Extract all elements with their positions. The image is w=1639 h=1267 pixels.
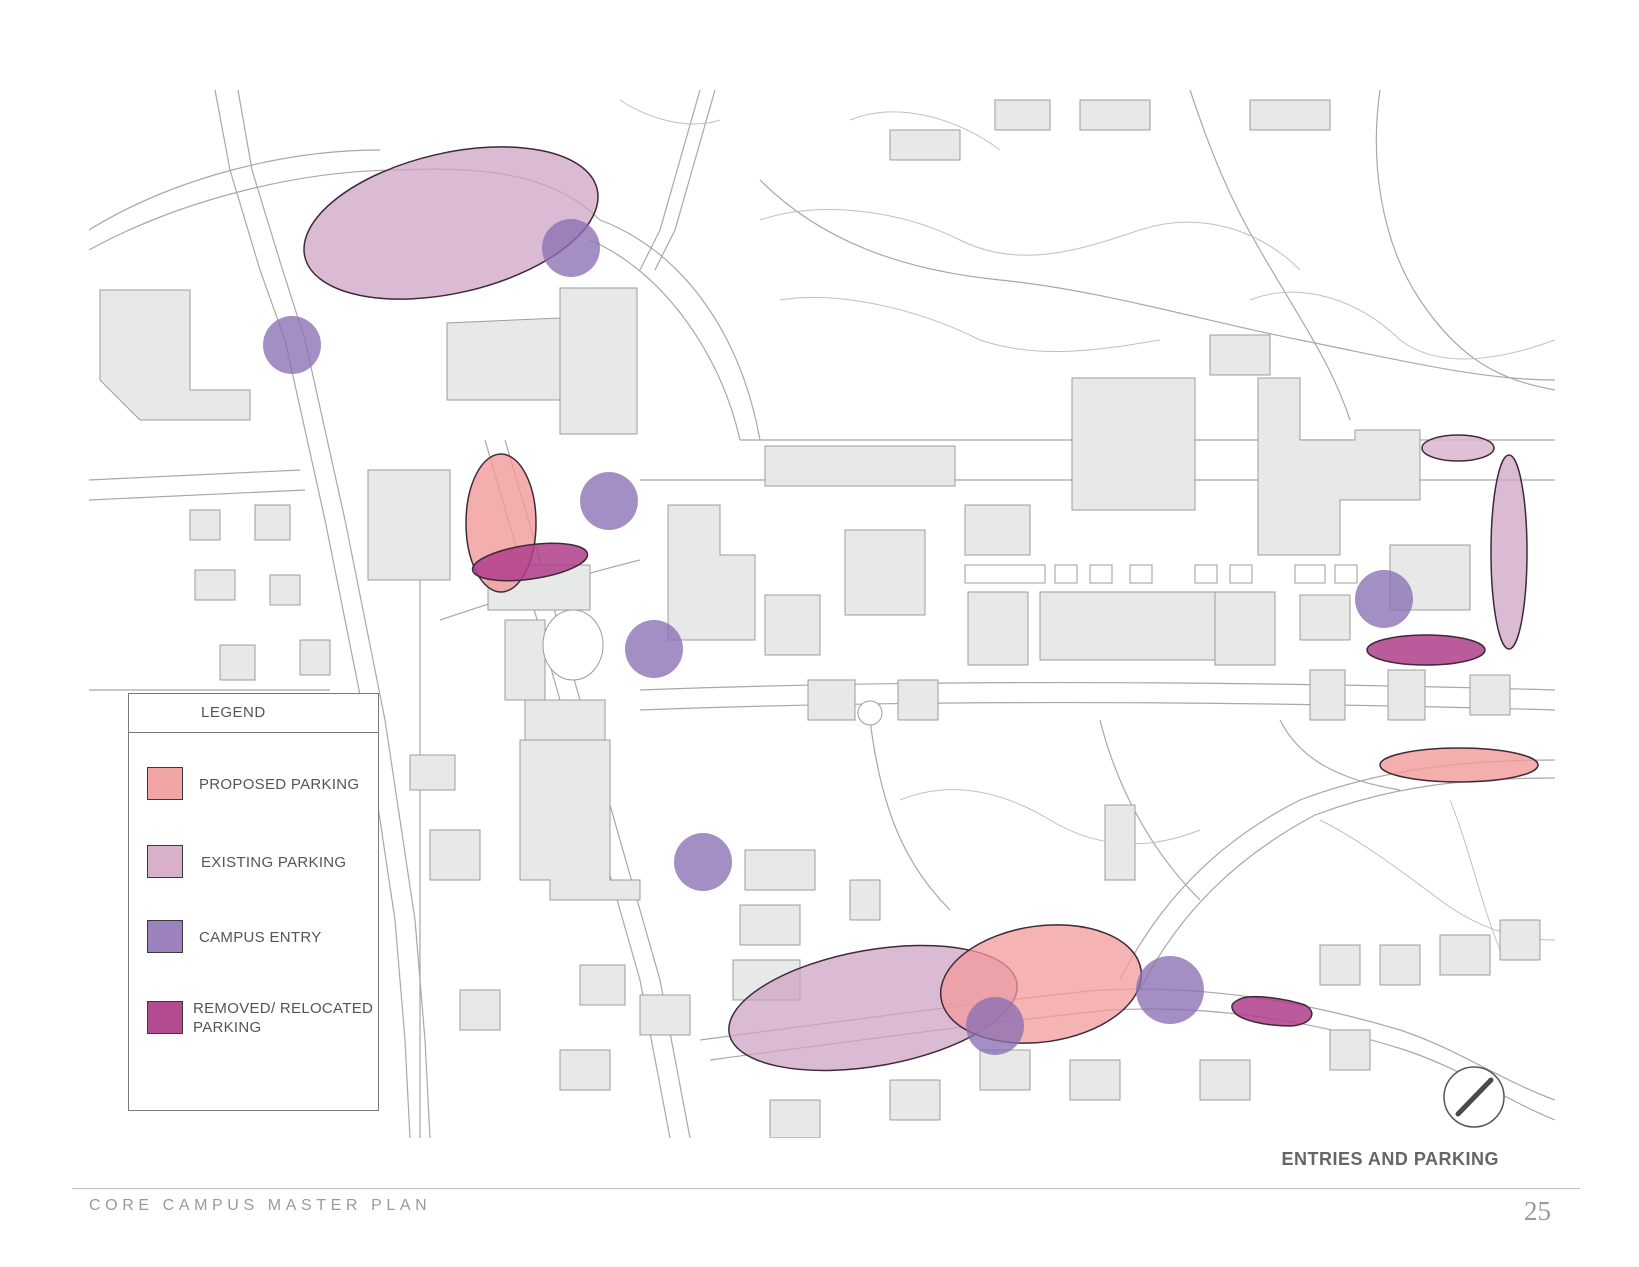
campus-entry-marker bbox=[625, 620, 683, 678]
footer-document-title: CORE CAMPUS MASTER PLAN bbox=[89, 1197, 432, 1214]
campus-entry-marker bbox=[1136, 956, 1204, 1024]
overlay-existing-parking bbox=[303, 146, 1528, 1072]
landscape-paths bbox=[619, 99, 1555, 951]
campus-entry-marker bbox=[966, 997, 1024, 1055]
campus-entry-marker bbox=[674, 833, 732, 891]
legend-label: CAMPUS ENTRY bbox=[199, 929, 322, 946]
legend-header: LEGEND bbox=[129, 694, 378, 733]
plaza-markers bbox=[542, 564, 1358, 726]
campus-entry-marker bbox=[580, 472, 638, 530]
legend-label: REMOVED/ RELOCATED PARKING bbox=[193, 1000, 374, 1036]
legend-swatch-removed bbox=[147, 1001, 183, 1034]
north-arrow-icon bbox=[1443, 1066, 1505, 1128]
legend-label: EXISTING PARKING bbox=[201, 854, 347, 871]
legend-label: PROPOSED PARKING bbox=[199, 776, 360, 793]
map-title: ENTRIES AND PARKING bbox=[1281, 1149, 1499, 1169]
legend-swatch-proposed bbox=[147, 767, 183, 800]
legend-swatch-existing bbox=[147, 845, 183, 878]
overlay-removed-parking bbox=[471, 542, 1486, 1027]
campus-entry-marker bbox=[1355, 570, 1413, 628]
overlay-campus-entries bbox=[263, 219, 1413, 1055]
legend: LEGEND PROPOSED PARKING EXISTING PARKING… bbox=[128, 693, 379, 1111]
legend-swatch-entry bbox=[147, 920, 183, 953]
campus-entry-marker bbox=[542, 219, 600, 277]
campus-entry-marker bbox=[263, 316, 321, 374]
legend-title: LEGEND bbox=[201, 704, 266, 721]
footer-divider bbox=[72, 1188, 1580, 1189]
page-number: 25 bbox=[1524, 1196, 1551, 1226]
